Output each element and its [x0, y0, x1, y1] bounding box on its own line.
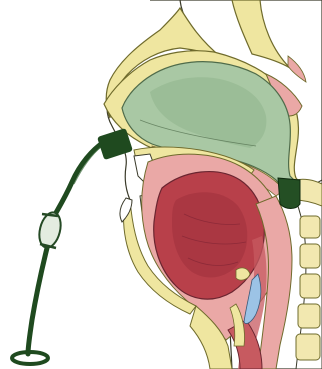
vertebra	[298, 304, 320, 328]
vertebra	[300, 274, 320, 298]
vertebra	[296, 334, 320, 360]
cannula-base-ring	[12, 352, 48, 364]
cannula-posterior-tip	[278, 178, 300, 209]
vertebra	[300, 244, 320, 268]
cannula-tube-upper	[52, 142, 104, 220]
vertebra	[300, 216, 320, 238]
cannula-tube-lower	[28, 244, 48, 354]
cannula-highlight	[74, 146, 102, 184]
